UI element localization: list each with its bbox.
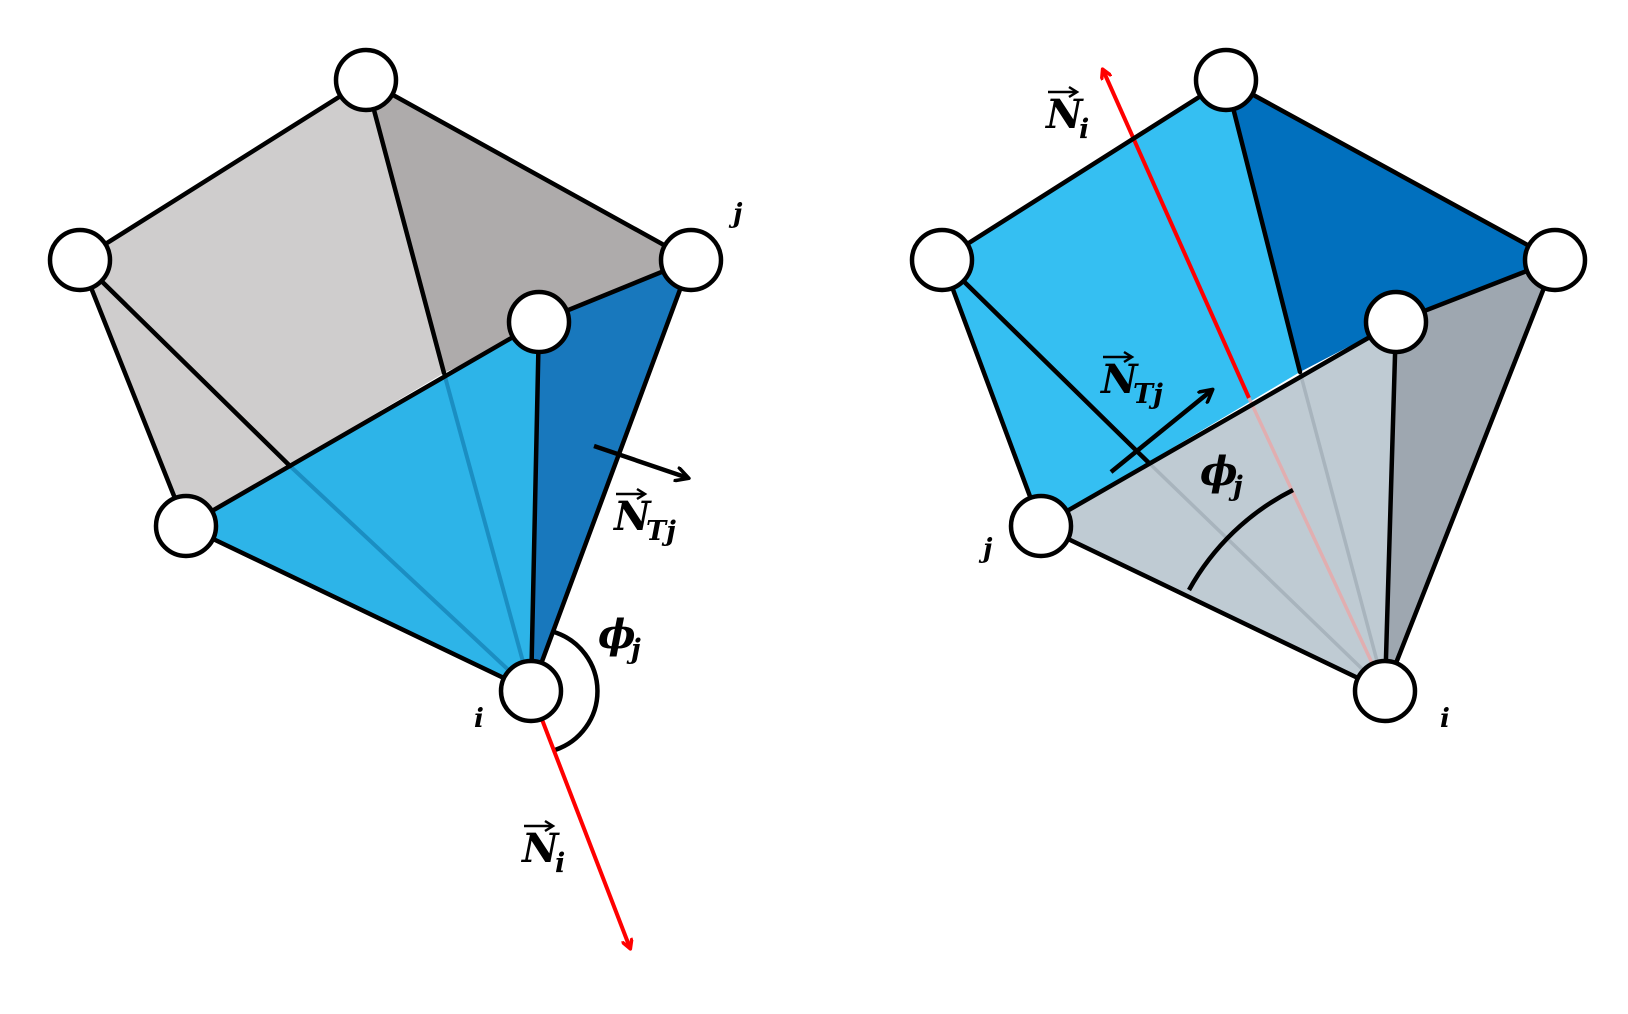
left-normal-vec-head [544, 819, 556, 833]
right-vertex-j [1008, 493, 1074, 559]
right-normal-label: N i [1044, 85, 1089, 145]
right-normal-label-sub: i [1079, 114, 1089, 145]
left-vertex-top [333, 47, 399, 113]
left-normal-label-main: N [520, 825, 560, 872]
left-edge [363, 77, 447, 376]
right-vertex-top [1193, 47, 1259, 113]
left-hidden-edge [288, 464, 533, 693]
right-angle-label-main: ϕ [1200, 448, 1238, 495]
right-tangent-label-main: N [1099, 356, 1139, 403]
right-vertex-left [909, 227, 975, 293]
right-vertex-j-label: j [978, 534, 993, 564]
left-angle-label-main: ϕ [598, 611, 636, 658]
left-angle-label: ϕ j [598, 611, 641, 665]
right-edge [1382, 319, 1399, 694]
right-face-pale-gray [1041, 322, 1396, 691]
right-vertex-right [1522, 227, 1588, 293]
right-face-light-blue [942, 80, 1300, 526]
left-face-mid-gray [366, 80, 691, 373]
right-mesh-diagram: j i N i N Tj ϕ j [909, 47, 1588, 734]
right-tangent-label: N Tj [1099, 350, 1163, 410]
left-vertex-j-label: j [728, 199, 743, 229]
right-tangent-vector [1109, 390, 1212, 474]
left-vertex-i-label: i [474, 704, 484, 734]
right-angle-label: ϕ j [1200, 448, 1243, 502]
right-tangent-vec-head [1123, 350, 1135, 364]
left-tangent-vec-head [636, 487, 648, 501]
left-normal-vector [529, 690, 630, 948]
right-vertex-center [1363, 289, 1429, 355]
left-vertex-j [658, 227, 724, 293]
right-face-dark-blue [1226, 80, 1555, 372]
left-tangent-label-sub: Tj [646, 516, 676, 547]
left-tangent-vector [593, 443, 688, 478]
right-normal-vector [1103, 70, 1251, 399]
right-normal-label-main: N [1044, 91, 1084, 138]
right-edge [939, 257, 1152, 466]
left-vertex-i [498, 658, 564, 724]
right-hidden-edge [1147, 461, 1387, 693]
left-hidden-edge [442, 372, 533, 692]
right-vertex-i [1352, 658, 1418, 724]
left-vertex-center [506, 289, 572, 355]
left-tangent-label-main: N [612, 493, 652, 540]
right-tangent-label-sub: Tj [1133, 379, 1163, 410]
right-edge [1038, 319, 1399, 529]
right-hidden-edge [1298, 371, 1387, 692]
right-vertex-i-label: i [1440, 704, 1450, 734]
right-edge [1223, 77, 1303, 375]
left-edge [528, 319, 542, 694]
left-vertex-lower-left [153, 493, 219, 559]
left-vertex-left [47, 227, 113, 293]
left-face-light-blue [186, 322, 539, 691]
left-tangent-label: N Tj [612, 487, 676, 547]
left-edge [183, 319, 542, 529]
right-normal-vector-faded [1247, 397, 1387, 692]
left-normal-label-sub: i [555, 848, 565, 879]
right-angle-arc [1187, 487, 1295, 592]
left-angle-arc [553, 629, 600, 753]
right-outline-edges [939, 77, 1558, 694]
left-normal-label: N i [520, 819, 565, 879]
left-face-light-gray [80, 80, 444, 526]
right-normal-vec-head [1068, 85, 1080, 99]
left-edge [77, 257, 293, 469]
left-outline-edges [77, 77, 694, 694]
left-mesh-diagram: j i N Tj ϕ j N i [47, 47, 743, 948]
